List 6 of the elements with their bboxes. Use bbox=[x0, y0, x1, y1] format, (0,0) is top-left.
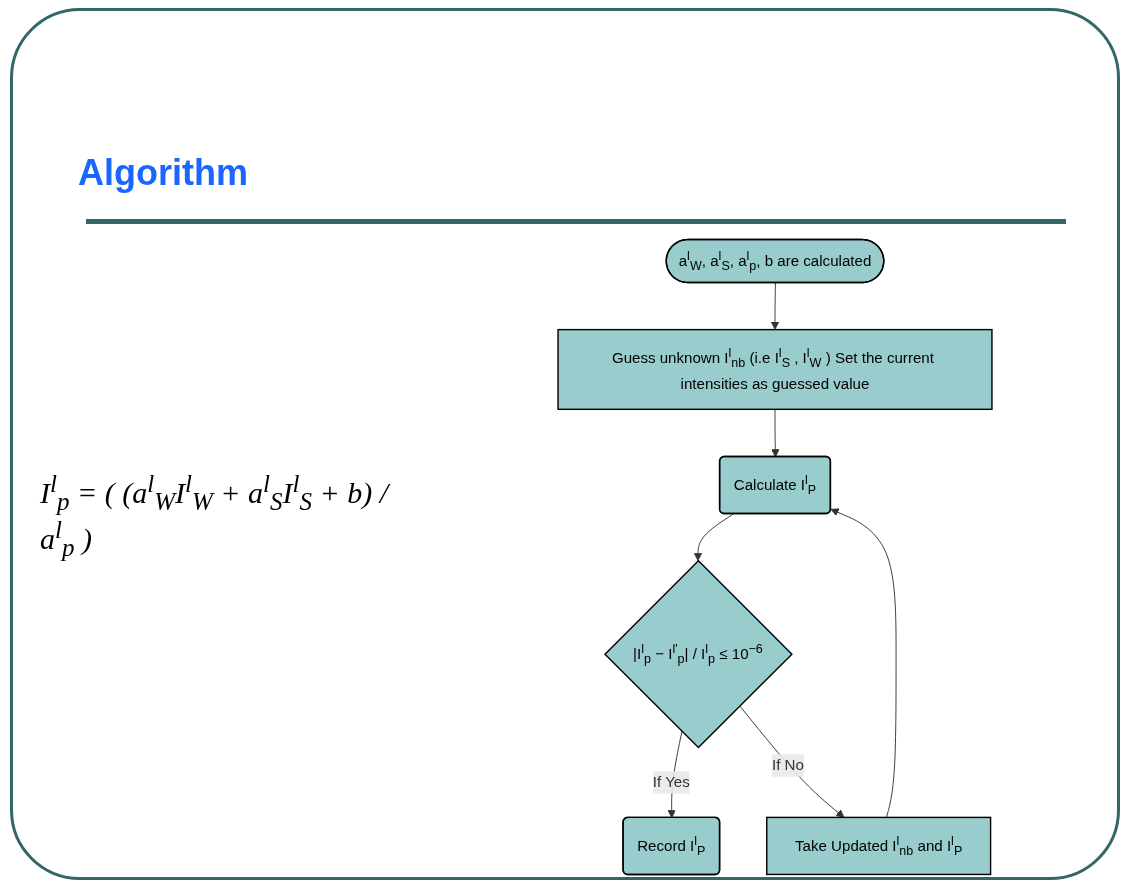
edge-label: If Yes bbox=[652, 774, 690, 791]
edge-label: If No bbox=[771, 757, 804, 774]
title: Algorithm bbox=[78, 152, 248, 194]
formula: I$^{l}$$_{p}$ = ( (a$^{l}$$_{W}$I$^{l}$$_{W}$ + a$^{l}$$_{S}$I$^{l}$$_{S}$ + b) / a$^{l}$$_{p}$ ) bbox=[40, 470, 391, 562]
node-diamond: |I$^{l}$$_{p}$ − I$^{l'}$$_{p}$| / I$^{l}$$_{p}$ ≤ 10$^{−6}$ bbox=[604, 559, 793, 749]
node-box: Guess unknown I$^{l}$$_{nb}$ (i.e I$^{l}$$_{S}$ , I$^{l}$$_{W}$ ) Set the current intensities as guessed value bbox=[557, 328, 993, 411]
